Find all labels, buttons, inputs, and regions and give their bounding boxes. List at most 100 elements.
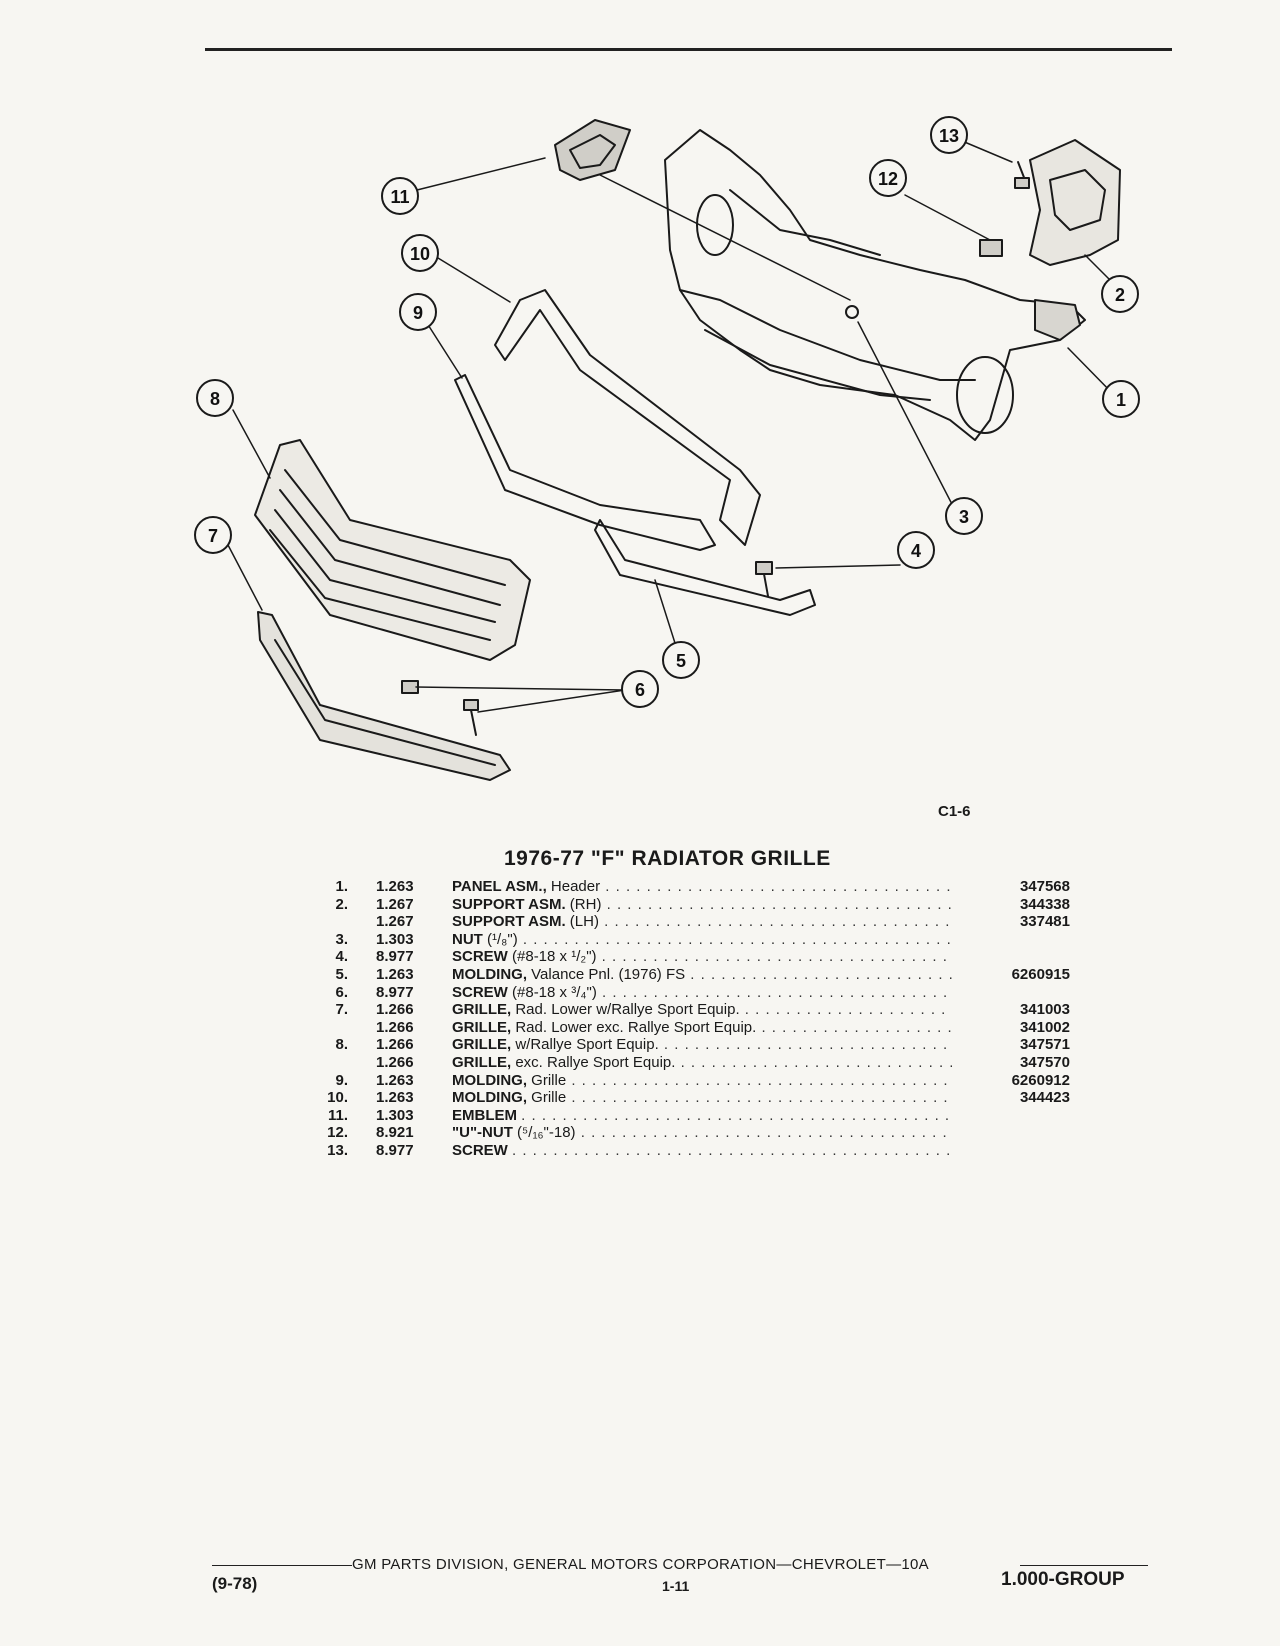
part-description: GRILLE, Rad. Lower w/Rallye Sport Equip.… [452, 1001, 952, 1019]
leader-dots: . . . . . . . . . . . . . . . . . . . . … [680, 1053, 952, 1071]
part-description: GRILLE, w/Rallye Sport Equip. . . . . . … [452, 1036, 952, 1054]
callout-1-label: 1 [1116, 390, 1126, 410]
callout-4-label: 4 [911, 541, 921, 561]
callout-13: 13 [930, 116, 968, 154]
callout-9: 9 [399, 293, 437, 331]
group-number: 8.977 [376, 983, 414, 1001]
header-panel-part [664, 129, 1086, 441]
part-description: SUPPORT ASM. (RH) . . . . . . . . . . . … [452, 896, 952, 914]
item-number: 12. [327, 1124, 348, 1142]
part-name: EMBLEM [452, 1106, 517, 1124]
callout-2-label: 2 [1115, 285, 1125, 305]
callout-10-label: 10 [410, 244, 430, 264]
leader-dots: . . . . . . . . . . . . . . . . . . . . … [601, 983, 952, 1001]
group-number: 1.266 [376, 1036, 414, 1054]
item-number: 6. [335, 983, 348, 1001]
part-name: MOLDING, [452, 965, 527, 983]
part-name: NUT [452, 930, 483, 948]
part-description: GRILLE, Rad. Lower exc. Rallye Sport Equ… [452, 1019, 952, 1037]
callout-5-label: 5 [676, 651, 686, 671]
group-number: 1.303 [376, 930, 414, 948]
group-number: 1.303 [376, 1106, 414, 1124]
part-description: SCREW (#8-18 x ³/₄") . . . . . . . . . .… [452, 984, 952, 1002]
part-name: MOLDING, [452, 1071, 527, 1089]
leader-dots: . . . . . . . . . . . . . . . . . . . . … [606, 895, 952, 913]
grille-part [254, 439, 531, 661]
part-detail: (⁵/₁₆"-18) [512, 1124, 576, 1142]
page-title: 1976-77 "F" RADIATOR GRILLE [504, 847, 831, 870]
leader-dots: . . . . . . . . . . . . . . . . . . . . … [512, 1141, 952, 1159]
item-number: 11. [327, 1106, 348, 1124]
leader-dots: . . . . . . . . . . . . . . . . . . . . … [580, 1124, 952, 1142]
part-name: "U"-NUT [452, 1124, 513, 1142]
group-number: 1.263 [376, 1071, 414, 1089]
item-number: 4. [335, 948, 348, 966]
callout-9-label: 9 [413, 303, 423, 323]
group-number: 1.266 [376, 1001, 414, 1019]
part-description: MOLDING, Grille . . . . . . . . . . . . … [452, 1089, 952, 1107]
group-number: 1.267 [376, 895, 414, 913]
footer-rule-right [1020, 1565, 1148, 1566]
page-number: 1-11 [662, 1578, 690, 1594]
footer-corporation: GM PARTS DIVISION, GENERAL MOTORS CORPOR… [352, 1556, 929, 1573]
leader-dots: . . . . . . . . . . . . . . . . . . . . … [571, 1071, 952, 1089]
callout-7: 7 [194, 516, 232, 554]
group-number: 1.263 [376, 878, 414, 895]
item-number: 1. [335, 878, 348, 895]
callout-4: 4 [897, 531, 935, 569]
part-number: 341003 [1019, 1001, 1070, 1019]
part-number: 6260912 [1011, 1071, 1070, 1089]
callout-6-label: 6 [635, 680, 645, 700]
part-description: "U"-NUT (⁵/₁₆"-18) . . . . . . . . . . .… [452, 1124, 952, 1142]
leader-dots: . . . . . . . . . . . . . . . . . . . . … [571, 1089, 952, 1107]
part-detail: Rad. Lower exc. Rallye Sport Equip. [511, 1018, 757, 1036]
part-detail: Valance Pnl. (1976) FS [527, 965, 686, 983]
item-number: 13. [327, 1141, 348, 1159]
part-name: SCREW [452, 1141, 508, 1159]
item-number: 10. [327, 1089, 348, 1107]
callout-12: 12 [869, 159, 907, 197]
group-number: 8.977 [376, 948, 414, 966]
part-detail: (RH) [565, 895, 602, 913]
part-description: GRILLE, exc. Rallye Sport Equip. . . . .… [452, 1054, 952, 1072]
part-name: SUPPORT ASM. [452, 913, 566, 931]
part-number: 344338 [1019, 895, 1070, 913]
part-name: SCREW [452, 948, 508, 966]
part-name: SCREW [452, 983, 508, 1001]
group-number: 8.977 [376, 1141, 414, 1159]
group-number: 1.263 [376, 1089, 414, 1107]
item-number: 3. [335, 930, 348, 948]
nut-part [845, 305, 859, 319]
item-number: 8. [335, 1036, 348, 1054]
leader-dots: . . . . . . . . . . . . . . . . . . . . … [604, 913, 952, 931]
leader-dots: . . . . . . . . . . . . . . . . . . . . … [663, 1036, 952, 1054]
part-detail: (¹/₈") [482, 930, 518, 948]
part-description: PANEL ASM., Header . . . . . . . . . . .… [452, 878, 952, 896]
callout-12-label: 12 [878, 169, 898, 189]
callout-1: 1 [1102, 380, 1140, 418]
footer-date: (9-78) [212, 1574, 258, 1593]
callout-13-label: 13 [939, 126, 959, 146]
leader-dots: . . . . . . . . . . . . . . . . . . . . … [601, 948, 952, 966]
part-detail: (#8-18 x ³/₄") [507, 983, 597, 1001]
part-detail: (LH) [565, 913, 599, 931]
part-detail: exc. Rallye Sport Equip. [511, 1053, 676, 1071]
callout-8-label: 8 [210, 389, 220, 409]
group-number: 1.266 [376, 1018, 414, 1036]
figure-code: C1-6 [938, 803, 971, 820]
item-number: 5. [335, 965, 348, 983]
grille-screws-part [401, 680, 479, 736]
leader-dots: . . . . . . . . . . . . . . . . . . . . … [744, 1001, 952, 1019]
group-number: 1.266 [376, 1053, 414, 1071]
part-detail: (#8-18 x ¹/₂") [507, 948, 597, 966]
part-description: EMBLEM . . . . . . . . . . . . . . . . .… [452, 1107, 952, 1125]
callout-11: 11 [381, 177, 419, 215]
group-number: 1.267 [376, 913, 414, 931]
part-detail: w/Rallye Sport Equip. [511, 1036, 659, 1054]
footer-rule-left [212, 1565, 352, 1566]
part-description: SCREW (#8-18 x ¹/₂") . . . . . . . . . .… [452, 948, 952, 966]
top-screw-part [1014, 161, 1030, 189]
part-description: SCREW . . . . . . . . . . . . . . . . . … [452, 1142, 952, 1160]
part-number: 337481 [1019, 913, 1070, 931]
part-name: MOLDING, [452, 1089, 527, 1107]
